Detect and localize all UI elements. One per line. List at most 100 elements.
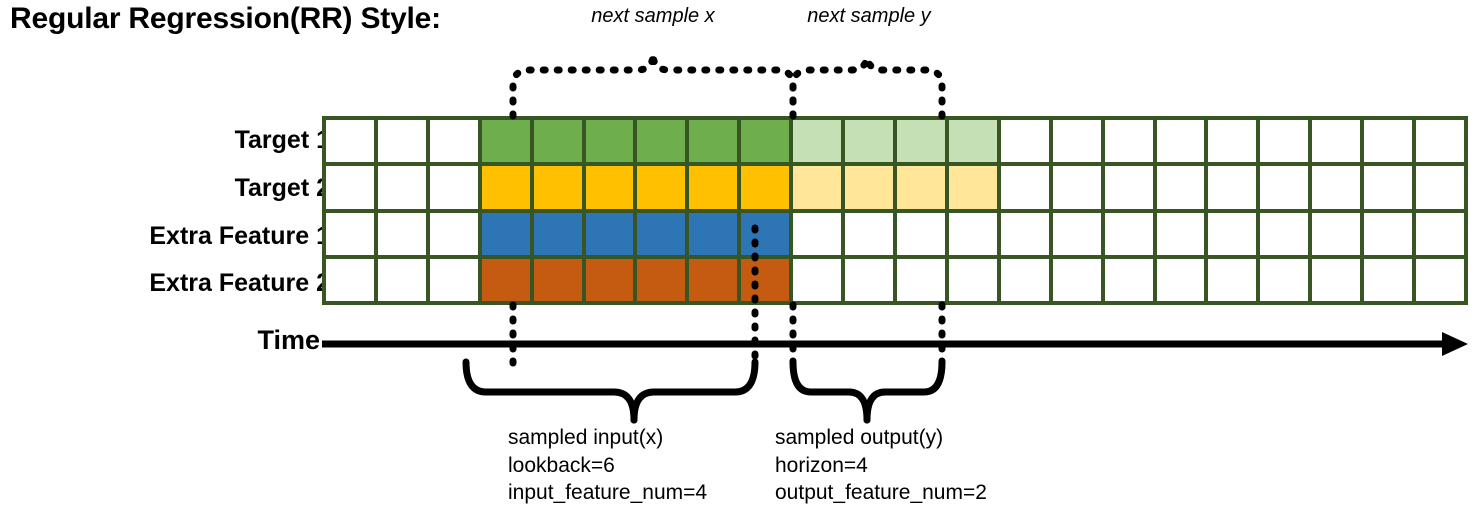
grid-cell-blank-r3-c16 [1156, 258, 1205, 301]
grid-cell-blank-r1-c20 [1364, 166, 1413, 209]
timeline-grid [322, 116, 1468, 305]
grid-cell-input-r0-c4 [533, 120, 582, 163]
grid-cell-blank-r2-c9 [793, 212, 842, 255]
grid-cell-input-r1-c6 [637, 166, 686, 209]
annotation-next-sample-y: next sample y [807, 5, 931, 27]
grid-cell-output-r0-c11 [897, 120, 945, 163]
grid-cell-output-r1-c9 [793, 166, 842, 209]
annotation-sampled-input: sampled input(x) lookback=6 input_featur… [508, 424, 707, 507]
grid-cell-input-r1-c7 [689, 166, 738, 209]
time-axis-arrow [322, 332, 1468, 356]
grid-cell-output-r1-c10 [845, 166, 893, 209]
annotation-sampled-output: sampled output(y) horizon=4 output_featu… [775, 424, 987, 507]
grid-cell-blank-r0-c2 [429, 120, 478, 163]
grid-cell-blank-r3-c9 [793, 258, 842, 301]
grid-cell-input-r0-c5 [585, 120, 634, 163]
grid-cell-blank-r0-c1 [377, 120, 426, 163]
grid-cell-blank-r2-c0 [326, 212, 374, 255]
row-label-target-2: Target 2 [234, 174, 330, 202]
grid-cell-blank-r2-c1 [377, 212, 426, 255]
grid-cell-input-r1-c4 [533, 166, 582, 209]
grid-cell-blank-r3-c21 [1416, 258, 1464, 301]
brace-sampled-input [462, 358, 759, 424]
grid-cell-blank-r2-c21 [1416, 212, 1464, 255]
grid-cell-output-r0-c9 [793, 120, 842, 163]
grid-cell-blank-r3-c10 [845, 258, 893, 301]
grid-cell-blank-r2-c10 [845, 212, 893, 255]
grid-cell-input-r1-c3 [481, 166, 530, 209]
sampled-input-line-3: input_feature_num=4 [508, 481, 708, 505]
grid-cell-blank-r2-c15 [1104, 212, 1153, 255]
grid-cell-blank-r2-c14 [1052, 212, 1101, 255]
grid-cell-blank-r3-c17 [1208, 258, 1257, 301]
row-label-target-1: Target 1 [234, 126, 330, 154]
grid-cell-input-r2-c6 [637, 212, 686, 255]
grid-cell-blank-r2-c13 [1000, 212, 1049, 255]
grid-cell-blank-r3-c15 [1104, 258, 1153, 301]
grid-cell-blank-r3-c11 [897, 258, 945, 301]
grid-cell-blank-r0-c17 [1208, 120, 1257, 163]
grid-cell-input-r1-c5 [585, 166, 634, 209]
grid-cell-blank-r3-c14 [1052, 258, 1101, 301]
sampled-input-line-1: sampled input(x) [508, 426, 664, 449]
row-label-extra-feature-2: Extra Feature 2 [149, 269, 330, 297]
grid-cell-blank-r3-c18 [1260, 258, 1309, 301]
grid-cell-blank-r1-c0 [326, 166, 374, 209]
row-label-extra-feature-1: Extra Feature 1 [149, 222, 330, 250]
grid-cell-blank-r0-c0 [326, 120, 374, 163]
grid-cell-blank-r0-c14 [1052, 120, 1101, 163]
grid-cell-blank-r3-c2 [429, 258, 478, 301]
annotation-next-sample-x: next sample x [591, 5, 715, 27]
grid-cell-input-r0-c6 [637, 120, 686, 163]
grid-cell-input-r0-c8 [741, 120, 790, 163]
grid-cell-blank-r2-c19 [1312, 212, 1361, 255]
grid-cell-input-r3-c3 [481, 258, 530, 301]
grid-cell-input-r3-c8 [741, 258, 790, 301]
sampled-output-line-3: output_feature_num=2 [775, 481, 987, 505]
grid-cell-blank-r1-c1 [377, 166, 426, 209]
grid-cell-blank-r0-c18 [1260, 120, 1309, 163]
grid-cell-blank-r0-c21 [1416, 120, 1464, 163]
sampled-input-line-2: lookback=6 [508, 453, 615, 477]
grid-cell-blank-r1-c14 [1052, 166, 1101, 209]
grid-cell-input-r2-c3 [481, 212, 530, 255]
grid-cell-blank-r0-c15 [1104, 120, 1153, 163]
grid-cell-input-r2-c5 [585, 212, 634, 255]
grid-cell-blank-r3-c20 [1364, 258, 1413, 301]
grid-cell-input-r3-c5 [585, 258, 634, 301]
grid-cell-input-r3-c6 [637, 258, 686, 301]
grid-cell-blank-r2-c18 [1260, 212, 1309, 255]
grid-cell-blank-r3-c13 [1000, 258, 1049, 301]
grid-cell-blank-r2-c11 [897, 212, 945, 255]
grid-cell-input-r0-c3 [481, 120, 530, 163]
grid-cell-blank-r2-c2 [429, 212, 478, 255]
grid-cell-blank-r3-c1 [377, 258, 426, 301]
grid-cell-blank-r2-c12 [948, 212, 997, 255]
grid-cell-blank-r3-c12 [948, 258, 997, 301]
sampled-output-line-2: horizon=4 [775, 453, 868, 477]
grid-cell-input-r0-c7 [689, 120, 738, 163]
brace-next-sample-x [509, 50, 797, 120]
grid-cell-input-r3-c7 [689, 258, 738, 301]
grid-cell-output-r0-c10 [845, 120, 893, 163]
grid-cell-blank-r1-c2 [429, 166, 478, 209]
grid-cell-input-r2-c8 [741, 212, 790, 255]
grid-cell-blank-r1-c18 [1260, 166, 1309, 209]
grid-cell-blank-r0-c19 [1312, 120, 1361, 163]
grid-cell-blank-r1-c21 [1416, 166, 1464, 209]
grid-cell-blank-r2-c20 [1364, 212, 1413, 255]
grid-cell-input-r2-c7 [689, 212, 738, 255]
grid-cell-blank-r1-c17 [1208, 166, 1257, 209]
grid-cell-blank-r1-c15 [1104, 166, 1153, 209]
grid-cell-blank-r3-c0 [326, 258, 374, 301]
grid-cell-blank-r2-c17 [1208, 212, 1257, 255]
grid-cell-blank-r0-c16 [1156, 120, 1205, 163]
grid-cell-blank-r0-c13 [1000, 120, 1049, 163]
sampled-output-line-1: sampled output(y) [775, 426, 944, 449]
page-title: Regular Regression(RR) Style: [10, 2, 441, 35]
grid-cell-output-r1-c12 [948, 166, 997, 209]
grid-cell-blank-r1-c16 [1156, 166, 1205, 209]
grid-cell-blank-r1-c19 [1312, 166, 1361, 209]
grid-cell-output-r0-c12 [948, 120, 997, 163]
